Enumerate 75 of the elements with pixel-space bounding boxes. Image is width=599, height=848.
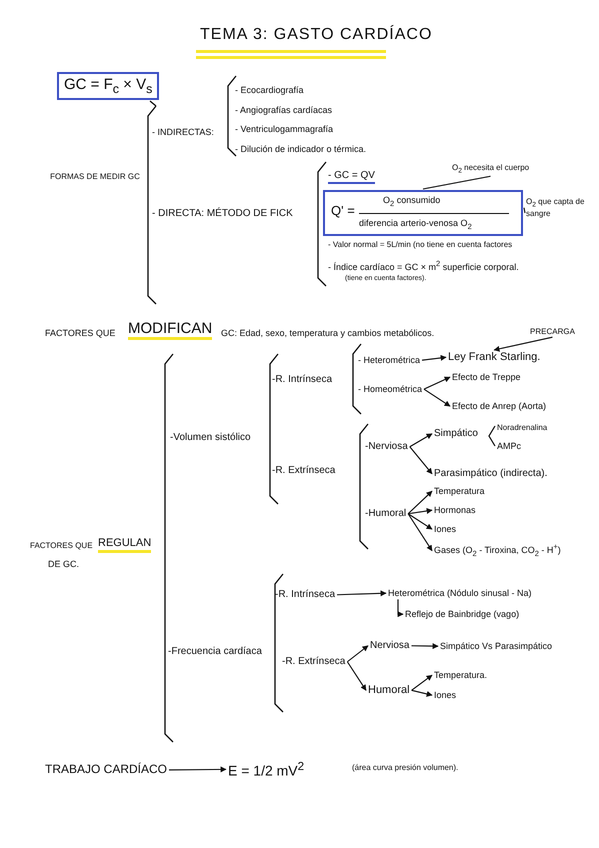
branch-text: Parasimpático (indirecta).: [434, 468, 548, 480]
branch-text: Gases (O$_{2}$ - Tiroxina, CO$_{2}$ - H$^{+}$): [434, 543, 561, 558]
arrow: [494, 336, 553, 352]
note-text: -Volumen sistólico: [170, 432, 251, 444]
branch-text: Humoral: [368, 684, 410, 697]
branch-text: Reflejo de Bainbridge (vago): [405, 609, 520, 620]
arrow: [337, 590, 387, 596]
arrow: [346, 661, 366, 691]
note-text: - DIRECTA: MÉTODO DE FICK: [152, 208, 293, 220]
note-text: AMPc: [497, 441, 522, 452]
leader-line: [523, 208, 526, 214]
arrow: [424, 388, 450, 407]
branch-text: Temperatura.: [434, 670, 488, 680]
formula-box: GC = F$_{c}$ × V$_{s}$: [57, 72, 160, 100]
note-text: FACTORES QUE: [45, 328, 116, 338]
formula-box: [323, 190, 523, 236]
fraction-term: O$_{2}$ consumido: [383, 195, 440, 208]
branch-text: Simpático: [434, 428, 478, 440]
note-text: MODIFICAN: [128, 320, 212, 340]
branch-text: Simpático Vs Parasimpático: [440, 641, 552, 652]
arrow: [424, 376, 451, 390]
arrow: [411, 674, 432, 691]
note-text: -R. Intrínseca: [272, 374, 332, 386]
annotation-text: O$_{2}$ necesita el cuerpo: [452, 163, 530, 176]
note-text: - Ventriculogammagrafía: [235, 124, 334, 134]
formula-text: Q' =: [331, 204, 355, 219]
note-text: - Dilución de indicador o térmica.: [235, 144, 366, 154]
branch-text: -R. Extrínseca: [282, 656, 346, 668]
branch-text: Nerviosa: [370, 640, 410, 652]
fraction-term: diferencia arterio-venosa O$_{2}$: [359, 218, 472, 232]
note-text: DE GC.: [48, 559, 80, 570]
heading-text: TRABAJO CARDÍACO: [45, 763, 168, 777]
arrow: [408, 490, 432, 514]
branch-text: Efecto de Treppe: [452, 372, 521, 382]
branch-text: Hormonas: [434, 505, 476, 516]
note-text: - Índice cardíaco = GC × m$^{2}$ superficie corporal.: [328, 260, 519, 272]
arrow: [169, 766, 227, 772]
branch-text: Iones: [434, 690, 456, 700]
note-text: -Frecuencia cardíaca: [168, 646, 262, 658]
note-text: (área curva presión volumen).: [352, 763, 458, 772]
note-text: - GC = QV: [328, 170, 375, 184]
annotation-text: PRECARGA: [530, 327, 575, 336]
branch-text: Efecto de Anrep (Aorta): [452, 401, 546, 412]
note-text: Noradrenalina: [497, 423, 548, 432]
note-text: - Angiografías cardíacas: [235, 105, 332, 116]
branch-text: -R. Intrínseca: [275, 589, 336, 600]
title: TEMA 3: GASTO CARDÍACO: [200, 26, 432, 44]
arrow: [408, 513, 432, 530]
note-text: FORMAS DE MEDIR GC: [50, 172, 140, 182]
branch-text: -Nerviosa: [365, 441, 408, 452]
arrow: [408, 513, 432, 552]
branch-text: - Homeométrica: [358, 384, 422, 394]
branch-text: - Heterométrica: [358, 355, 420, 366]
leader-line: [422, 176, 491, 190]
arrow: [347, 645, 368, 662]
note-text: - Ecocardiografía: [235, 85, 304, 96]
branch-text: Ley Frank Starling.: [448, 351, 540, 364]
annotation-text: O$_{2}$ que capta de sangre: [526, 197, 588, 218]
note-text: - INDIRECTAS:: [152, 127, 214, 138]
branch-text: Heterométrica (Nódulo sinusal - Na): [388, 588, 532, 598]
arrow: [411, 690, 433, 697]
note-text: -R. Extrínseca: [272, 465, 336, 476]
arrow: [408, 508, 433, 514]
branch-text: Temperatura: [434, 486, 485, 496]
branch-text: Iones: [434, 524, 456, 534]
arrow: [422, 354, 447, 361]
arrow: [411, 643, 439, 650]
note-text: GC: Edad, sexo, temperatura y cambios metabólicos.: [221, 328, 434, 338]
note-text: REGULAN: [98, 537, 152, 553]
note-text: FACTORES QUE: [30, 541, 93, 550]
arrow: [409, 446, 432, 474]
arrow: [397, 599, 404, 618]
formula-text: E = 1/2 mV$^{2}$: [228, 760, 304, 779]
arrow: [410, 433, 433, 448]
branch-text: -Humoral: [365, 508, 406, 520]
